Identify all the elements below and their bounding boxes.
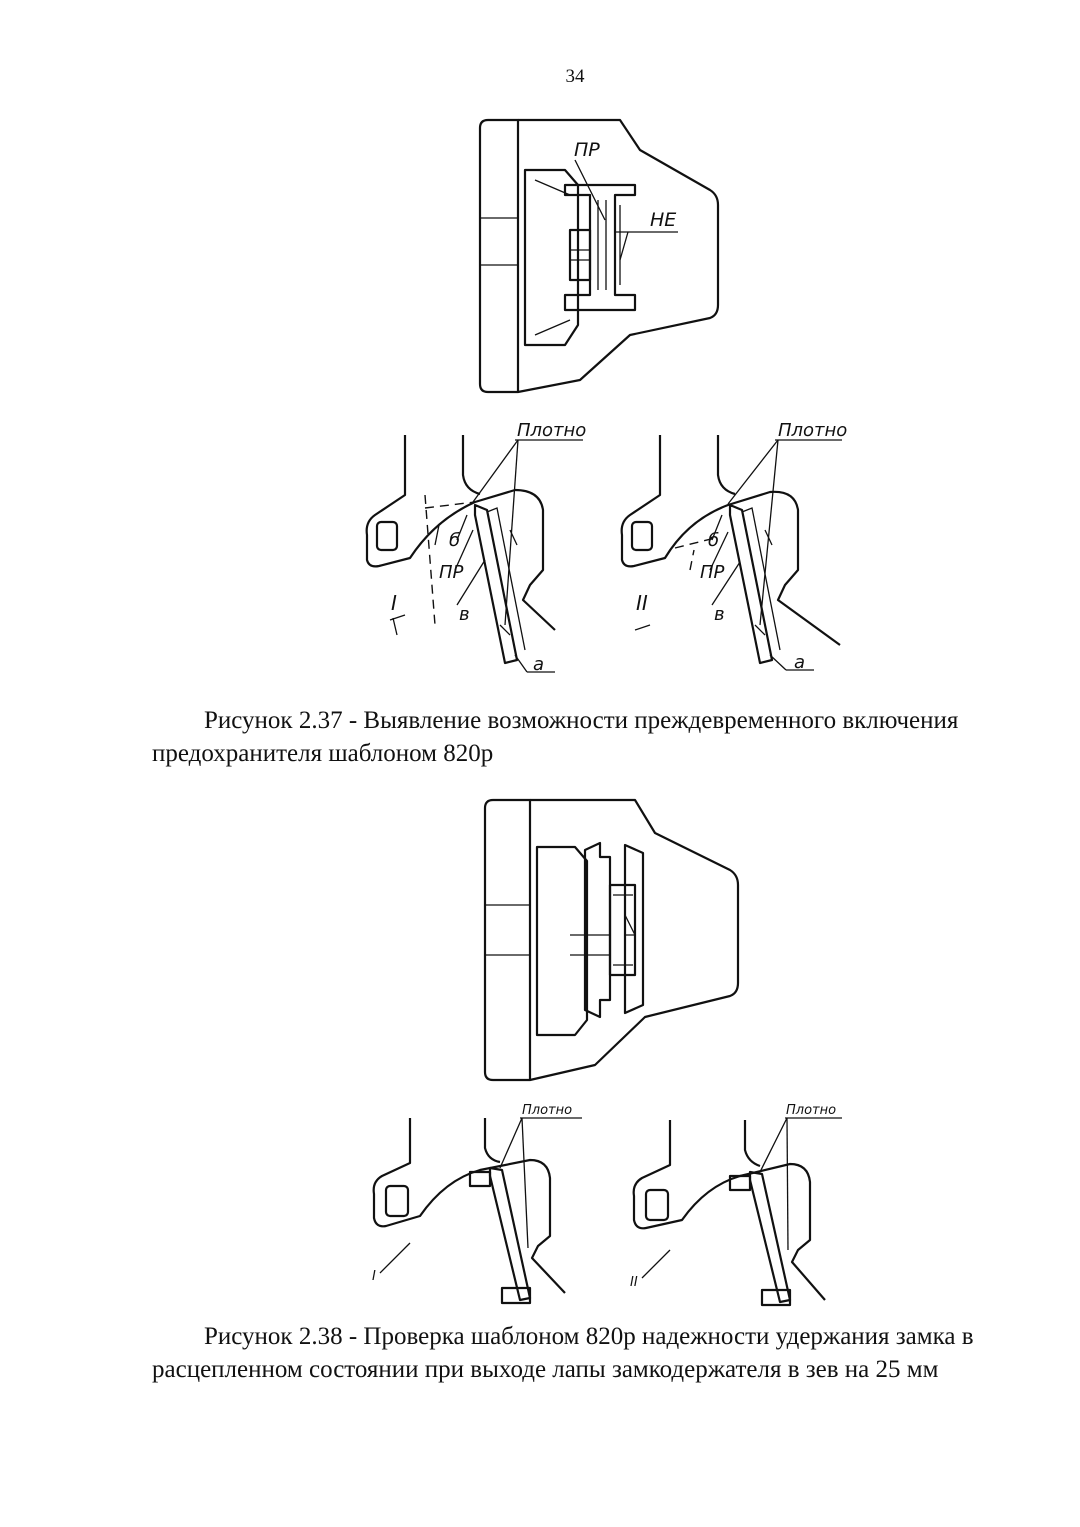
- figure-37-detail-left: Плотно б ПР в а I: [365, 420, 586, 675]
- caption-line-1: Рисунок 2.37 - Выявление возможности пре…: [204, 707, 959, 734]
- page-number: 34: [565, 66, 585, 87]
- label-b: б: [449, 530, 460, 551]
- label-plotno: Плотно: [517, 420, 586, 441]
- label-pr: ПР: [700, 562, 725, 583]
- label-b: б: [708, 530, 719, 551]
- figure-37-detail-right: Плотно б ПР в а II: [620, 420, 847, 673]
- label-pr: ПР: [439, 562, 464, 583]
- figure-38-lock-drawing: [483, 798, 740, 1082]
- caption-line-1: Рисунок 2.38 - Проверка шаблоном 820р на…: [204, 1323, 974, 1350]
- label-roman: I: [372, 1269, 376, 1284]
- label-plotno: Плотно: [786, 1103, 836, 1118]
- figure-38-detail-right: Плотно II: [630, 1103, 842, 1307]
- caption-line-2: предохранителя шаблоном 820р: [152, 740, 494, 767]
- caption-line-2: расцепленном состоянии при выходе лапы з…: [152, 1356, 939, 1383]
- label-ne: НЕ: [650, 209, 676, 231]
- label-v: в: [459, 604, 470, 625]
- figure-37-caption: Рисунок 2.37 - Выявление возможности пре…: [152, 704, 1002, 770]
- label-a: а: [533, 654, 544, 675]
- figure-38-detail-left: Плотно I: [372, 1103, 582, 1305]
- label-a: а: [794, 652, 805, 673]
- label-roman: II: [636, 591, 648, 615]
- label-roman: I: [391, 591, 397, 615]
- label-v: в: [714, 604, 725, 625]
- label-roman: II: [630, 1275, 638, 1290]
- figure-37-lock-drawing: ПР НЕ: [478, 118, 720, 394]
- figure-38-caption: Рисунок 2.38 - Проверка шаблоном 820р на…: [152, 1320, 1002, 1386]
- label-plotno: Плотно: [778, 420, 847, 441]
- label-pr: ПР: [574, 139, 600, 161]
- label-plotno: Плотно: [522, 1103, 572, 1118]
